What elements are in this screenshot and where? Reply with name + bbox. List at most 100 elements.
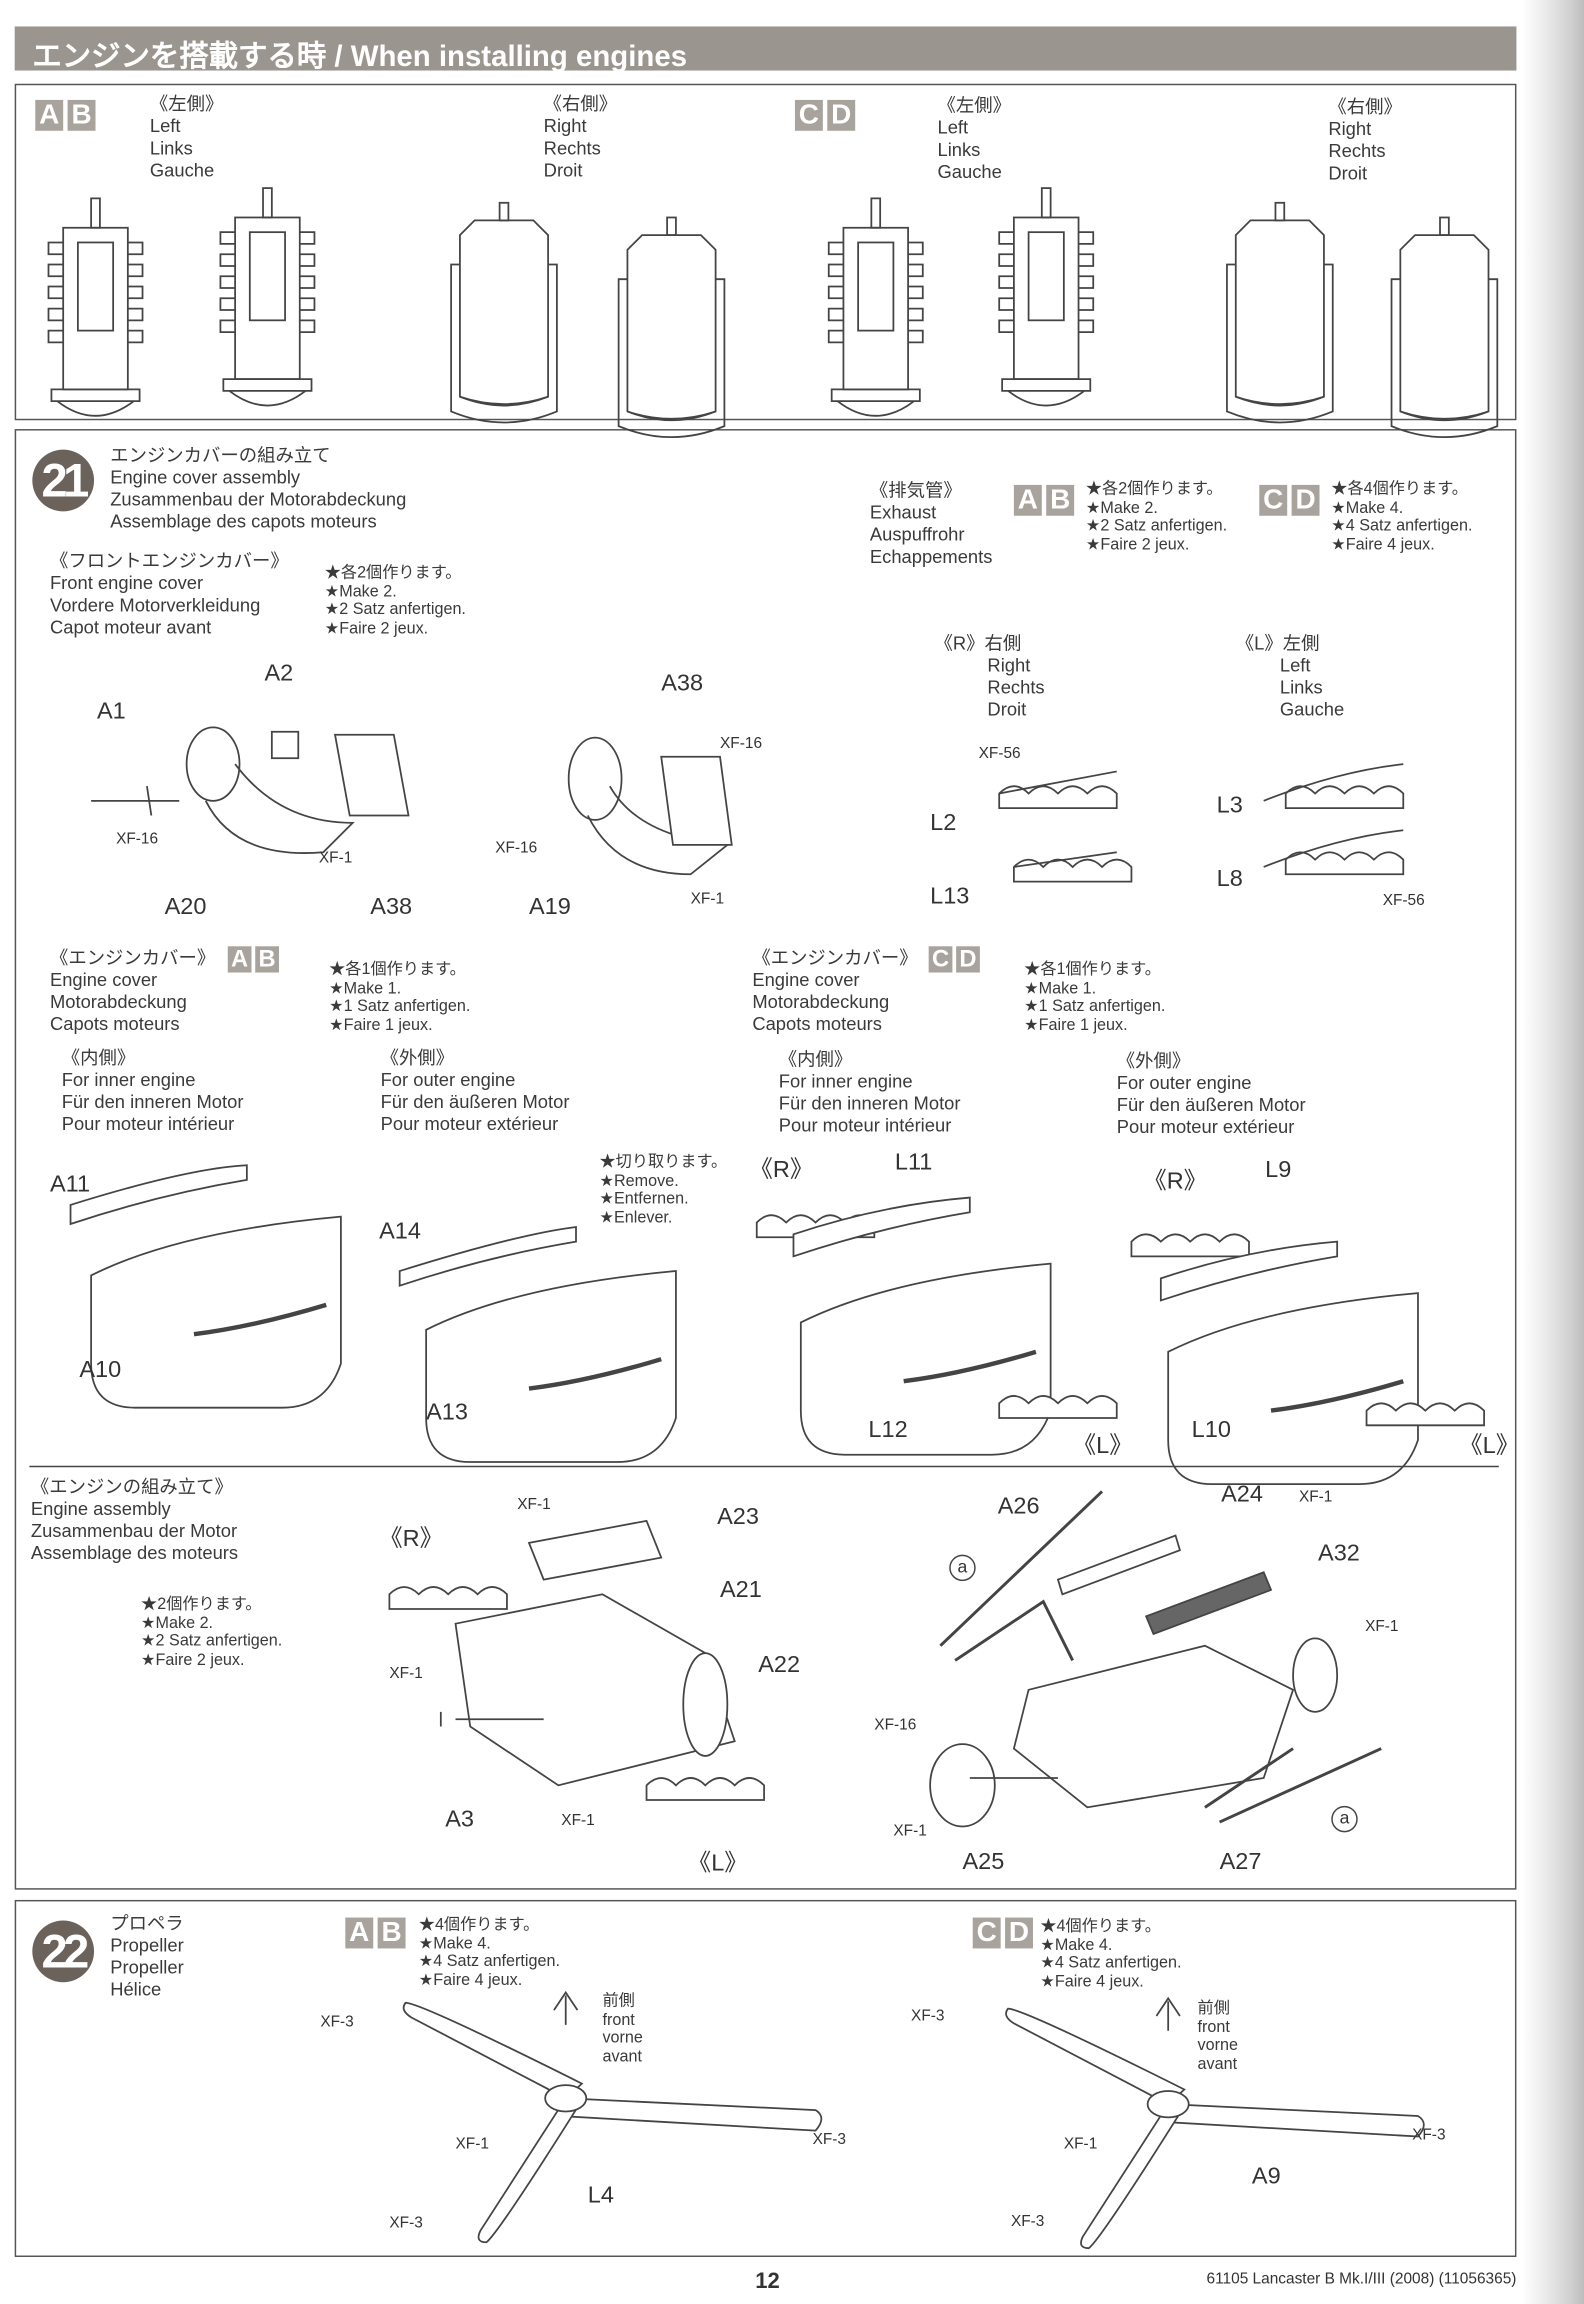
exhaust-left-drawing [1263,763,1405,876]
front-cover-notes: ★各2個作ります。★Make 2.★2 Satz anfertigen.★Fai… [324,564,466,637]
paint-xf1: XF-1 [455,2135,489,2153]
front-cover-ab-drawing [91,726,410,854]
engine-cover-cd-notes: ★各1個作ります。★Make 1.★1 Satz anfertigen.★Fai… [1024,960,1166,1034]
part-a38: A38 [661,671,704,697]
step-22-panel [14,1899,1517,2257]
engine-cover-ab-notes: ★各1個作ります。★Make 1.★1 Satz anfertigen.★Fai… [329,960,471,1034]
engine-cd-right-drawing [1226,201,1499,439]
engine-cover-ab-inner-drawing [69,1164,341,1407]
attach-point-a: a [1331,1805,1358,1833]
left-marker: 《L》 [1072,1434,1133,1460]
engine-assembly-r-drawing [388,1519,765,1801]
engine-ab-left-drawing [47,187,316,417]
attach-point-a: a [949,1554,976,1582]
part-a3: A3 [445,1807,474,1833]
propeller-cd-notes: ★4個作ります。★Make 4.★4 Satz anfertigen.★Fair… [1040,1917,1182,1991]
right-marker: 《R》 [749,1157,814,1183]
paint-xf16: XF-16 [116,830,159,848]
part-a19: A19 [528,894,571,920]
engine-cover-cd-outer-drawing [1130,1233,1485,1484]
section-title: エンジンを搭載する時 / When installing engines [32,41,688,74]
part-a32: A32 [1318,1541,1360,1567]
part-a2: A2 [264,661,294,687]
front-cover-cd-drawing [567,736,733,876]
paint-xf16: XF-16 [720,734,763,753]
engine-cover-ab-outer-drawing [398,1225,676,1462]
paint-xf56: XF-56 [1382,891,1425,910]
page-number: 12 [755,2268,780,2294]
remove-notes: ★切り取ります。★Remove.★Entfernen.★Enlever. [599,1153,728,1227]
part-l4: L4 [587,2183,614,2209]
part-a9: A9 [1251,2164,1281,2190]
paint-xf1: XF-1 [561,1811,595,1830]
engine-assembly-cd-drawing [929,1490,1382,1828]
part-a14: A14 [379,1219,421,1245]
right-marker: 《R》 [1143,1169,1208,1195]
part-a10: A10 [79,1357,122,1383]
paint-xf3: XF-3 [389,2214,423,2233]
paint-xf1: XF-1 [1063,2135,1098,2153]
paint-xf1: XF-1 [690,890,725,909]
part-a38: A38 [370,894,413,920]
paint-xf1: XF-1 [517,1495,551,1514]
part-a26: A26 [997,1494,1040,1520]
paint-xf3: XF-3 [812,2130,847,2149]
paint-xf3: XF-3 [320,2013,354,2031]
part-a22: A22 [758,1653,801,1679]
paint-xf3: XF-3 [1010,2212,1045,2231]
part-l9: L9 [1265,1157,1292,1183]
part-a13: A13 [426,1400,468,1426]
part-a24: A24 [1221,1482,1263,1508]
part-a27: A27 [1219,1849,1262,1875]
section-header: エンジンを搭載する時 / When installing engines [14,26,1517,73]
part-l2: L2 [930,811,957,837]
part-a11: A11 [49,1172,91,1198]
exhaust-right-drawing [998,770,1133,883]
part-a25: A25 [962,1849,1005,1875]
step-number-21: 21 [32,449,95,512]
part-l8: L8 [1216,866,1243,892]
paint-xf1: XF-1 [318,849,353,867]
part-a20: A20 [164,894,207,920]
engine-assembly-notes: ★2個作ります。★Make 2.★2 Satz anfertigen.★Fair… [141,1595,283,1669]
paint-xf16: XF-16 [495,839,538,857]
page-gutter-shadow [1522,0,1584,2304]
paint-xf1: XF-1 [893,1822,927,1840]
product-code: 61105 Lancaster B Mk.I/III (2008) (11056… [1206,2270,1517,2288]
engine-cover-cd-inner-drawing [755,1196,1118,1455]
engine-cd-left-drawing [827,187,1095,417]
paint-xf3: XF-3 [1412,2126,1446,2144]
paint-xf16: XF-16 [874,1716,917,1734]
part-l12: L12 [868,1417,908,1443]
step-21-panel [14,429,1517,1890]
engine-ab-right-drawing [450,201,726,439]
left-marker: 《L》 [1459,1434,1520,1460]
paint-xf1: XF-1 [1365,1617,1399,1636]
